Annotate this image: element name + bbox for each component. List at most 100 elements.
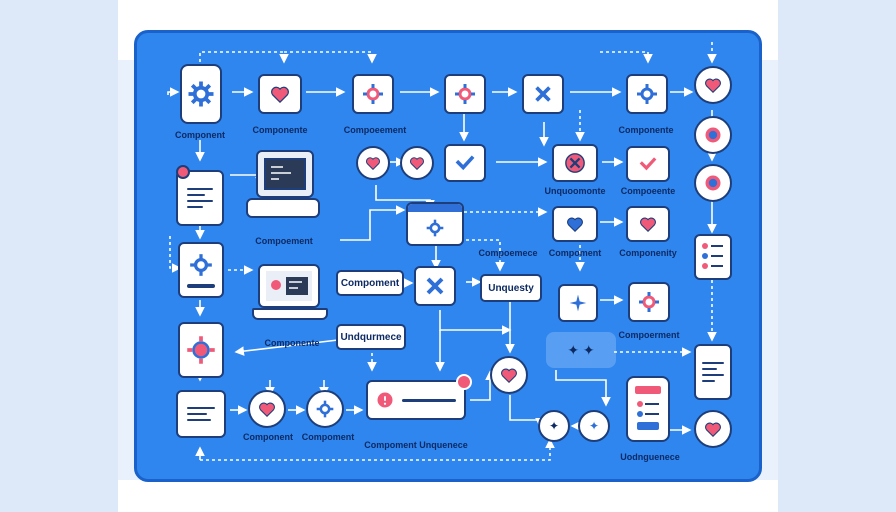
right-margin — [778, 0, 896, 512]
status-dot-pink — [176, 165, 190, 179]
heart-node-center-right[interactable] — [552, 206, 598, 242]
laptop-icon — [266, 271, 312, 301]
window-titlebar — [408, 204, 462, 212]
cross-icon — [535, 86, 551, 102]
gear-icon — [316, 400, 334, 418]
document-node-right[interactable] — [694, 344, 732, 400]
gear-icon — [190, 254, 212, 276]
heart-icon — [640, 217, 656, 232]
undqurmece-textbox[interactable]: Undqurmece — [336, 324, 406, 350]
message-line — [402, 398, 456, 402]
gear-node-top-3[interactable] — [626, 74, 668, 114]
message-node[interactable] — [366, 380, 466, 420]
sparkle-icon: ✦ — [548, 419, 560, 433]
sparkle-circle-2[interactable]: ✦ — [578, 410, 610, 442]
gear-icon — [426, 219, 444, 237]
heart-icon — [366, 157, 380, 170]
unquesty-textbox[interactable]: Unquesty — [480, 274, 542, 302]
gear-node-left-lower[interactable] — [178, 322, 224, 378]
label-componente-2: Componente — [252, 125, 308, 135]
phone-icon — [635, 386, 661, 430]
keyboard-node[interactable] — [246, 198, 320, 218]
heart-node-top[interactable] — [258, 74, 302, 114]
gear-icon — [188, 81, 214, 107]
target-icon — [705, 175, 721, 191]
list-icon — [702, 243, 723, 269]
check-node-right[interactable] — [626, 146, 670, 182]
sparkle-node[interactable] — [558, 284, 598, 322]
document-node-bottom-left[interactable] — [176, 390, 226, 438]
label-componenity-10: Componenity — [619, 248, 677, 258]
computer-node[interactable] — [256, 150, 314, 198]
laptop-base — [252, 308, 328, 320]
heart-icon — [705, 78, 721, 93]
label-compoment-9: Compoment — [548, 248, 602, 258]
gear-icon — [637, 84, 657, 104]
label-compoment-14: Compoment — [301, 432, 355, 442]
sparkle-panel: ✦ ✦ — [546, 332, 616, 368]
target-icon — [705, 127, 721, 143]
heart-node-bottom[interactable] — [248, 390, 286, 428]
sparkle-icon: ✦ — [588, 419, 600, 433]
label-compoment-unquenece-15: Compoment Unquenece — [364, 440, 468, 450]
label-compoeement-3: Compoeement — [343, 125, 407, 135]
document-icon — [187, 407, 215, 421]
check-icon — [455, 155, 475, 171]
cross-node-top[interactable] — [522, 74, 564, 114]
laptop-node[interactable] — [258, 264, 320, 308]
left-margin — [0, 0, 118, 512]
computer-icon — [264, 158, 306, 190]
gear-node-top-2[interactable] — [444, 74, 486, 114]
target-node-1[interactable] — [694, 116, 732, 154]
gear-icon — [363, 84, 383, 104]
document-node-left[interactable] — [176, 170, 224, 226]
document-icon — [702, 362, 724, 382]
progress-line — [187, 284, 215, 288]
gear-node-top-1[interactable] — [352, 74, 394, 114]
heart-node-bottom-right[interactable] — [694, 410, 732, 448]
list-node-right[interactable] — [694, 234, 732, 280]
alert-icon — [377, 392, 393, 408]
heart-icon — [410, 157, 424, 170]
sparkle-icon: ✦ ✦ — [567, 341, 595, 358]
gear-node-right-lower[interactable] — [628, 282, 670, 322]
label-unquoomonte-5: Unquoomonte — [544, 186, 606, 196]
heart-node-lower-center[interactable] — [490, 356, 528, 394]
notification-badge — [456, 374, 472, 390]
cross-icon — [426, 277, 444, 295]
gear-icon — [639, 292, 659, 312]
heart-icon — [259, 402, 275, 417]
check-icon — [639, 157, 657, 171]
heart-icon — [271, 86, 289, 103]
component-textbox[interactable]: Compoment — [336, 270, 404, 296]
sparkle-circle-1[interactable]: ✦ — [538, 410, 570, 442]
target-node-2[interactable] — [694, 164, 732, 202]
label-uodnguenece-16: Uodnguenece — [620, 452, 680, 462]
heart-icon — [567, 217, 583, 232]
heart-node-mid-2[interactable] — [400, 146, 434, 180]
cancel-node[interactable] — [552, 144, 598, 182]
heart-icon — [501, 368, 517, 383]
cross-circle-icon — [565, 153, 585, 173]
gear-node-bottom[interactable] — [306, 390, 344, 428]
label-componente-4: Componente — [618, 125, 674, 135]
label-compoeente-6: Compoeente — [620, 186, 676, 196]
phone-gear-node[interactable] — [180, 64, 222, 124]
heart-icon — [705, 422, 721, 437]
sparkle-icon — [569, 294, 587, 312]
bottom-backdrop — [118, 480, 778, 512]
label-compoemece-8: Compoemece — [478, 248, 538, 258]
phone-node-right[interactable] — [626, 376, 670, 442]
cross-node-center[interactable] — [414, 266, 456, 306]
browser-window-node[interactable] — [406, 202, 464, 246]
check-node-mid[interactable] — [444, 144, 486, 182]
heart-node-right-mid[interactable] — [626, 206, 670, 242]
label-component-1: Component — [175, 130, 225, 140]
heart-node-right-top[interactable] — [694, 66, 732, 104]
label-compoement-7: Compoement — [255, 236, 313, 246]
gear-node-left-mid[interactable] — [178, 242, 224, 298]
gear-icon — [455, 84, 475, 104]
gear-icon — [187, 336, 215, 364]
label-component-13: Component — [243, 432, 293, 442]
heart-node-mid-1[interactable] — [356, 146, 390, 180]
